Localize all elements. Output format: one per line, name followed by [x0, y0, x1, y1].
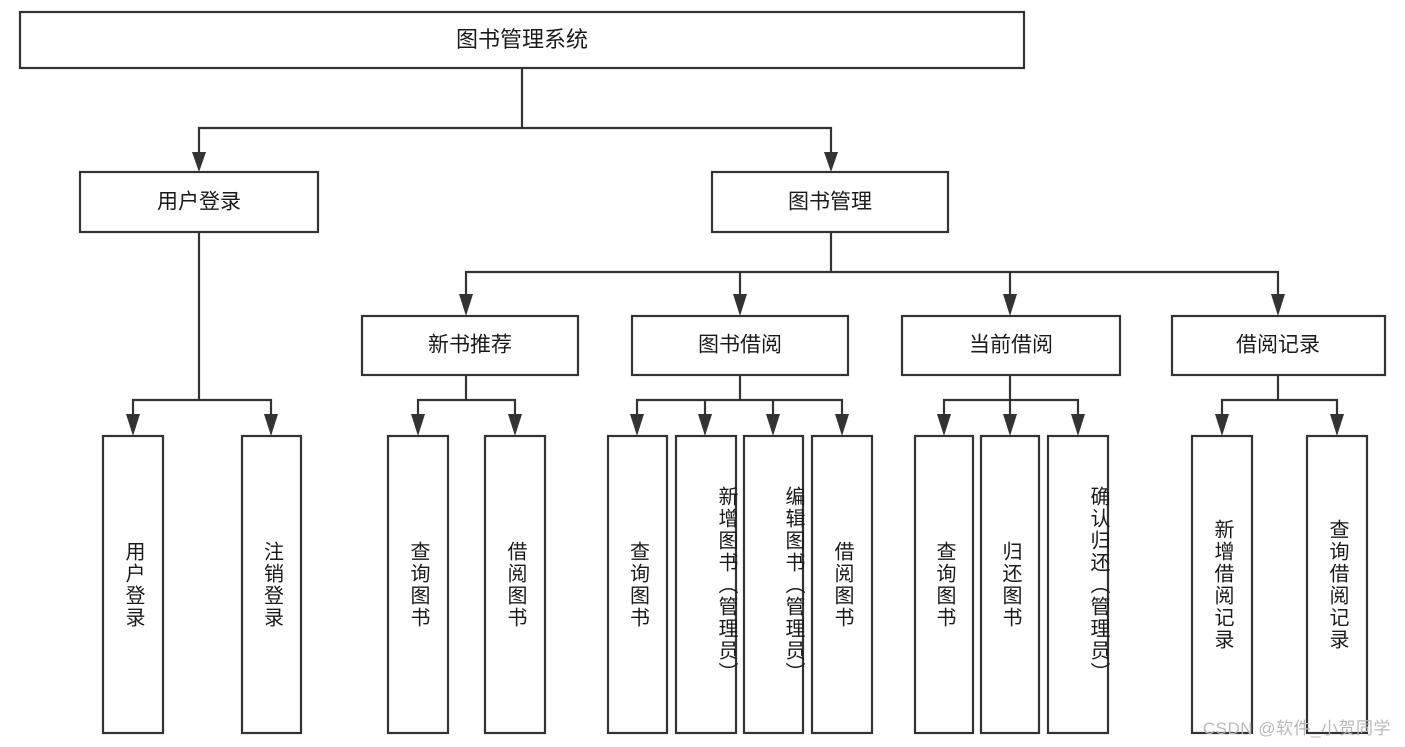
- arrowhead-user-login: [192, 152, 206, 172]
- node-leaf-query-record[interactable]: [1305, 434, 1369, 735]
- node-leaf-query-book-1[interactable]: [386, 434, 450, 735]
- arrowhead-leaf-user-login: [126, 414, 140, 436]
- arrowhead-leaf-borrow-book-2: [835, 414, 849, 436]
- connector-bookmanage-to-level3: [464, 230, 1280, 298]
- node-leaf-add-book[interactable]: [674, 434, 738, 735]
- node-leaf-edit-book[interactable]: [742, 434, 805, 735]
- arrowhead-book-borrow: [733, 294, 747, 316]
- connector-userlogin-to-leaves: [131, 230, 273, 420]
- arrowhead-leaf-return-book: [1003, 414, 1017, 436]
- arrowhead-leaf-query-book-1: [411, 414, 425, 436]
- arrowhead-book-manage: [824, 152, 838, 172]
- node-leaf-return-book[interactable]: [979, 434, 1041, 735]
- arrowhead-leaf-borrow-book-1: [508, 414, 522, 436]
- node-borrow-record-label: 借阅记录: [1236, 334, 1320, 357]
- node-borrow-record[interactable]: [1170, 314, 1387, 377]
- node-group: 图书管理系统 用户登录 图书管理 新书推荐 图书借阅 当前借阅 借阅记录: [18, 10, 1387, 735]
- node-leaf-user-login[interactable]: [101, 434, 165, 735]
- node-root-label: 图书管理系统: [456, 27, 588, 52]
- node-book-manage-label: 图书管理: [788, 191, 872, 214]
- connector-bookborrow-to-leaves: [635, 373, 844, 420]
- node-user-login-label: 用户登录: [157, 191, 241, 214]
- arrowhead-leaf-edit-book: [766, 414, 780, 436]
- node-root[interactable]: [18, 10, 1026, 70]
- node-new-book-rec[interactable]: [360, 314, 580, 377]
- node-book-borrow-label: 图书借阅: [698, 334, 782, 357]
- connector-currentborrow-to-leaves: [942, 373, 1080, 420]
- node-leaf-borrow-book-1[interactable]: [483, 434, 547, 735]
- arrowhead-borrow-record: [1271, 294, 1285, 316]
- arrowhead-leaf-query-record: [1330, 414, 1344, 436]
- arrowhead-leaf-confirm-return: [1071, 414, 1085, 436]
- connector-root-to-level2: [197, 66, 833, 160]
- watermark-text: CSDN @软件_小贺同学: [1202, 719, 1391, 738]
- node-new-book-rec-label: 新书推荐: [428, 334, 512, 357]
- connector-group: [126, 66, 1344, 436]
- arrowhead-current-borrow: [1003, 294, 1017, 316]
- node-leaf-confirm-return[interactable]: [1046, 434, 1110, 735]
- connector-borrowrecord-to-leaves: [1220, 373, 1339, 420]
- arrowhead-leaf-add-record: [1215, 414, 1229, 436]
- node-leaf-add-record[interactable]: [1190, 434, 1254, 735]
- node-current-borrow[interactable]: [900, 314, 1122, 377]
- arrowhead-leaf-user-logout: [264, 414, 278, 436]
- arrowhead-leaf-query-book-3: [937, 414, 951, 436]
- node-current-borrow-label: 当前借阅: [969, 334, 1053, 357]
- arrowhead-leaf-add-book: [698, 414, 712, 436]
- node-leaf-query-book-3[interactable]: [913, 434, 975, 735]
- arrowhead-new-book-rec: [459, 294, 473, 316]
- node-leaf-query-book-2[interactable]: [606, 434, 669, 735]
- node-book-manage[interactable]: [710, 170, 950, 234]
- connector-newbook-to-leaves: [416, 373, 517, 420]
- node-book-borrow[interactable]: [630, 314, 850, 377]
- node-leaf-borrow-book-2[interactable]: [810, 434, 874, 735]
- arrowhead-leaf-query-book-2: [630, 414, 644, 436]
- node-user-login[interactable]: [78, 170, 320, 234]
- node-leaf-user-logout[interactable]: [240, 434, 303, 735]
